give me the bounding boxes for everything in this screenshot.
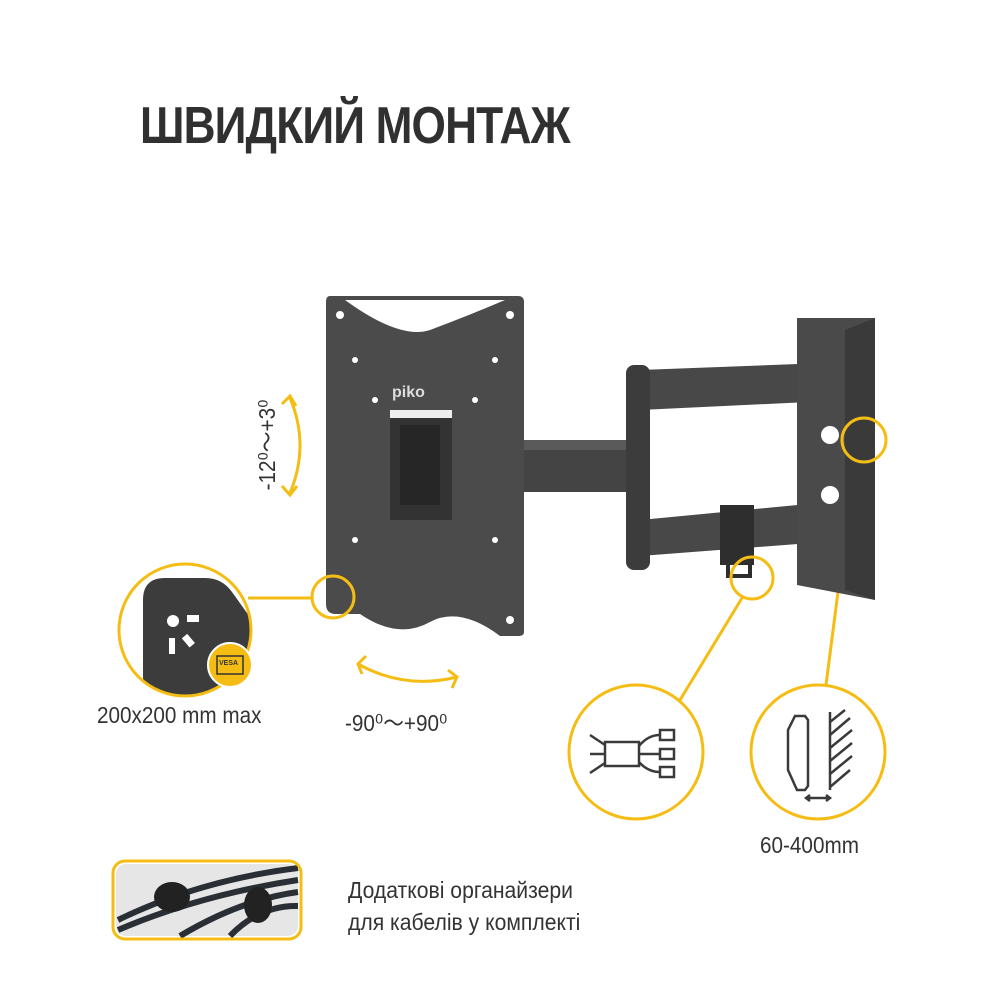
cable-highlight-circle — [729, 555, 775, 601]
wall-distance-circle — [749, 683, 887, 821]
cable-organizer-photo — [111, 859, 303, 941]
vesa-badge: VESA — [219, 660, 239, 667]
swivel-arrow-icon — [356, 654, 459, 689]
swivel-range-label: -90⁰〜+90⁰ — [345, 710, 448, 736]
vesa-highlight-circle — [310, 574, 356, 620]
tilt-arrow-icon — [280, 393, 302, 498]
cable-management-circle — [567, 683, 705, 821]
organizer-line-2: для кабелів у комплекті — [348, 909, 581, 935]
page-title: ШВИДКИЙ МОНТАЖ — [140, 97, 571, 155]
cable-organizer-text: Додаткові органайзери для кабелів у комп… — [348, 874, 580, 938]
tv-to-wall-icon — [786, 709, 853, 802]
vesa-detail-circle — [117, 562, 253, 698]
wall-plate — [797, 318, 875, 600]
tv-plate — [326, 296, 524, 636]
brand-logo: piko — [392, 384, 425, 401]
wall-highlight-circle — [840, 416, 888, 464]
wall-distance-label: 60-400mm — [760, 832, 859, 858]
vesa-size-label: 200x200 mm max — [97, 702, 262, 728]
organizer-line-1: Додаткові органайзери — [348, 877, 573, 903]
cable-callout-line — [678, 597, 744, 701]
tilt-range-label: -12⁰〜+3⁰ — [254, 399, 280, 491]
cable-icon — [589, 728, 676, 779]
